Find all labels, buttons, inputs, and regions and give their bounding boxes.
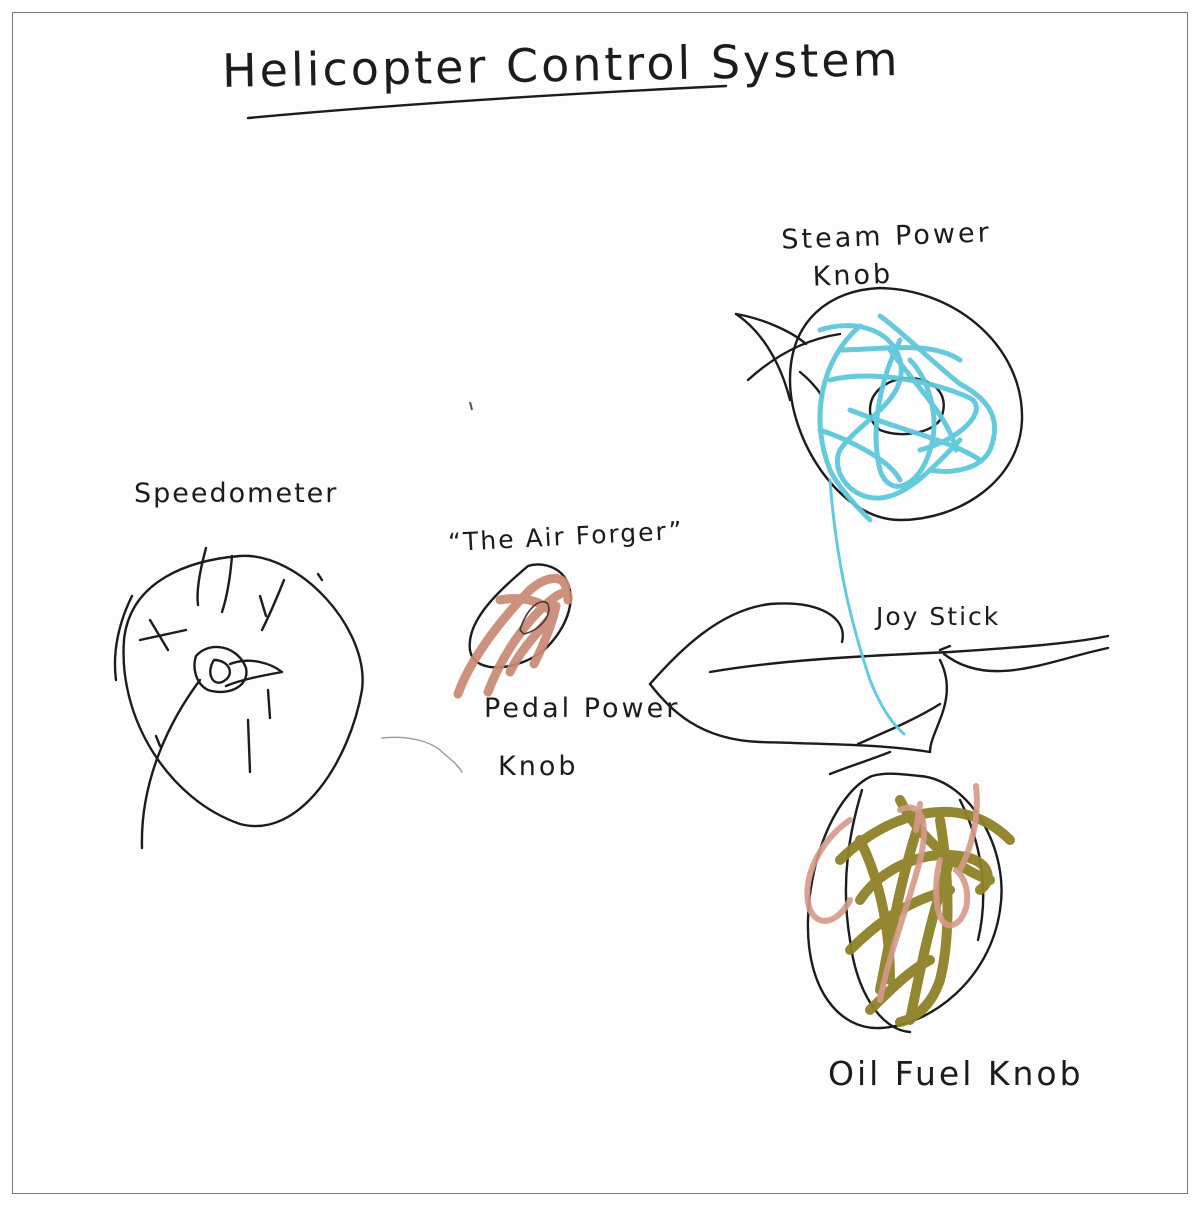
title-underline [246, 84, 728, 120]
pedal-power-knob-label: Pedal Power Knob [484, 680, 680, 796]
oil-fuel-knob-accent [804, 783, 980, 1003]
pedal-power-label-line2: Knob [498, 751, 579, 782]
steam-power-label-line2: Knob [812, 258, 894, 293]
air-forger-knob-fill [453, 574, 573, 699]
pedal-power-label-line1: Pedal Power [484, 693, 681, 724]
steam-power-knob-fill [817, 313, 997, 736]
joy-stick-shape [648, 602, 1110, 776]
stray-mark [469, 401, 473, 411]
oil-fuel-knob-label: Oil Fuel Knob [828, 1054, 1084, 1093]
speedometer-label: Speedometer [134, 478, 339, 509]
speedometer-dial [113, 546, 364, 850]
air-forger-knob-inner [519, 601, 550, 635]
drawing-sheet [12, 12, 1188, 1194]
steam-knob-drip [828, 478, 906, 736]
joy-stick-label: Joy Stick [876, 602, 1001, 631]
connector-squiggle [381, 736, 463, 773]
steam-power-label-line1: Steam Power [780, 217, 993, 256]
steam-power-knob-label: Steam Power Knob [781, 214, 994, 297]
